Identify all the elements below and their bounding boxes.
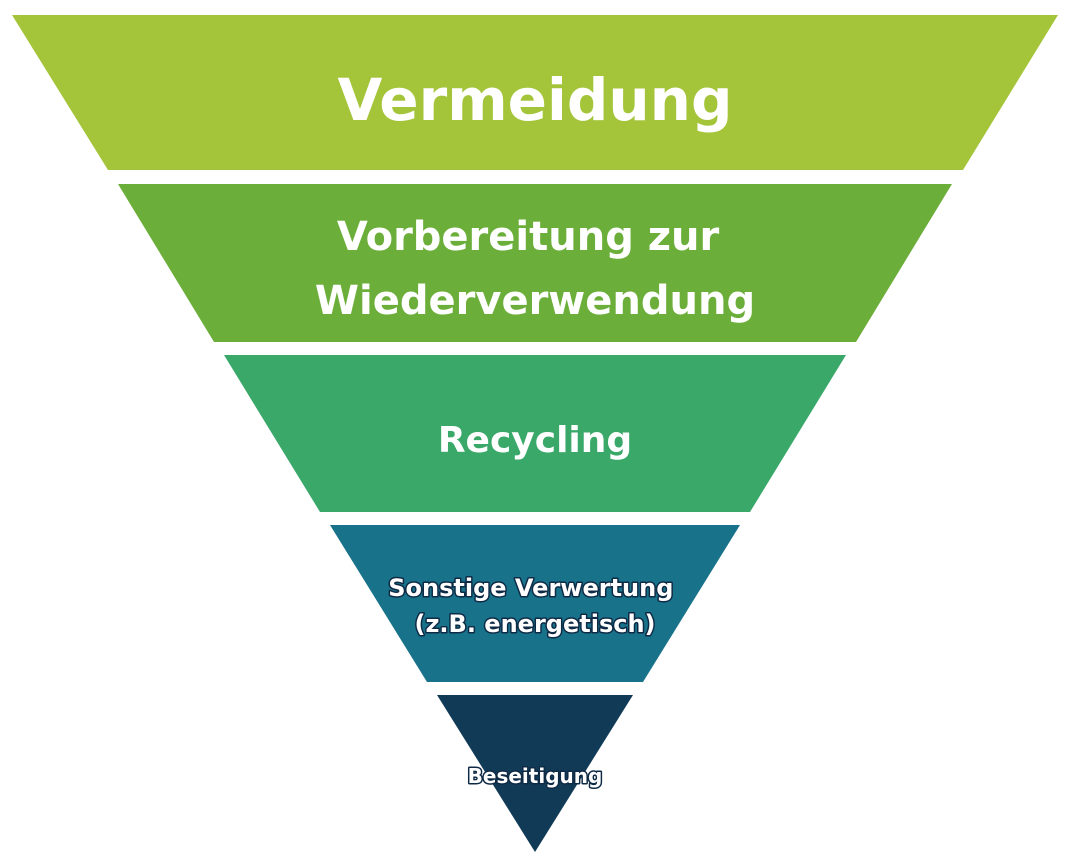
tier-vorbereitung-label-line-1: Vorbereitung zur — [337, 214, 720, 260]
tier-beseitigung: Beseitigung — [437, 695, 633, 852]
tier-sonstige-verwertung-shape — [330, 525, 740, 682]
tier-sonstige-verwertung-label-line-2: (z.B. energetisch) — [414, 610, 655, 638]
tier-vorbereitung-shape — [118, 184, 952, 342]
tier-vorbereitung-zur-wiederverwendung: Vorbereitung zur Wiederverwendung — [118, 184, 952, 342]
tier-sonstige-verwertung: Sonstige Verwertung (z.B. energetisch) — [330, 525, 740, 682]
tier-beseitigung-shape — [437, 695, 633, 852]
svg-text:Vorbereitung zur Wiederv: Vorbereitung zur Wiederverwendung — [315, 214, 755, 324]
tier-recycling-label: Recycling — [438, 420, 632, 461]
tier-vorbereitung-label-line-2: Wiederverwendung — [315, 278, 755, 324]
tier-vermeidung: Vermeidung — [12, 15, 1058, 170]
tier-beseitigung-label: Beseitigung — [468, 764, 603, 788]
tier-recycling-shape — [224, 355, 846, 512]
tier-vermeidung-shape — [12, 15, 1058, 170]
tier-sonstige-verwertung-label-line-1: Sonstige Verwertung — [388, 574, 673, 602]
svg-text:Sonstige Verwertung (z.B: Sonstige Verwertung (z.B. energetisch) — [388, 574, 682, 638]
svg-text:Beseitigung: Beseitigung — [468, 764, 603, 788]
tier-recycling: Recycling — [224, 355, 846, 512]
svg-text:Vermeidung: Vermeidung — [338, 66, 733, 134]
tier-vermeidung-label: Vermeidung — [338, 66, 733, 134]
svg-text:Recycling: Recycling — [438, 420, 632, 461]
